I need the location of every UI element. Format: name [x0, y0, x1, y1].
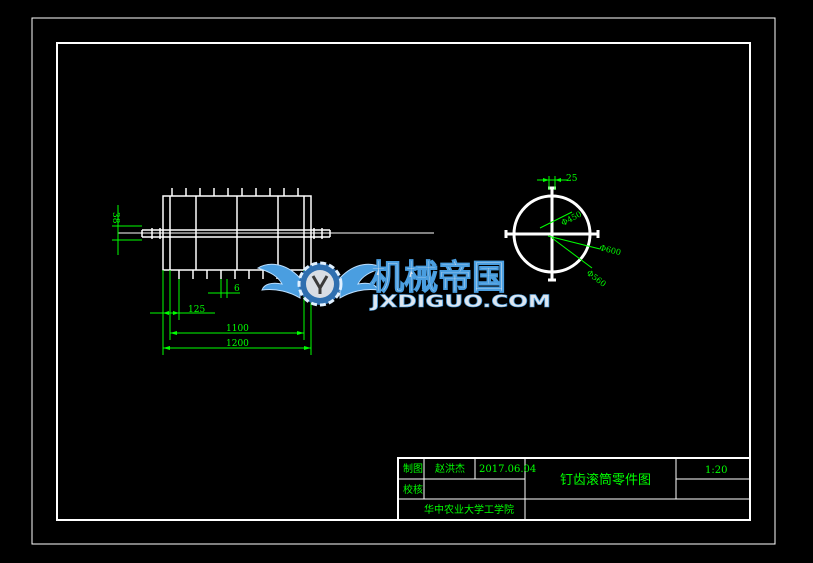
- dim-38: 38: [110, 212, 120, 224]
- dim-25: 25: [566, 174, 578, 184]
- watermark-title: 机械帝国: [370, 258, 506, 298]
- dimension-arrows: [163, 311, 311, 350]
- front-view-dimensions: [112, 205, 312, 355]
- side-view-dimensions: [537, 176, 601, 269]
- title-scale: 1:20: [705, 465, 727, 476]
- outer-border: [31, 17, 776, 545]
- dim-6: 6: [234, 284, 240, 294]
- title-check-label: 校核: [403, 483, 423, 496]
- watermark-domain: JXDIGUO.COM: [370, 292, 551, 312]
- title-part-name: 钉齿滚筒零件图: [560, 472, 651, 488]
- dim-1100: 1100: [226, 324, 249, 334]
- title-drawn-label: 制图: [403, 462, 423, 475]
- title-date: 2017.06.04: [479, 464, 536, 475]
- title-block: [397, 457, 751, 521]
- dim-phi560: Φ560: [585, 268, 608, 288]
- title-school: 华中农业大学工学院: [424, 503, 514, 516]
- dim-1200: 1200: [226, 339, 249, 349]
- dim-phi600: Φ600: [599, 243, 622, 257]
- drum-side-view: [504, 186, 600, 282]
- side-dimension-arrows: [543, 178, 561, 182]
- watermark-logo: [256, 261, 384, 307]
- dim-125: 125: [188, 305, 205, 315]
- title-drawn-by: 赵洪杰: [435, 462, 465, 475]
